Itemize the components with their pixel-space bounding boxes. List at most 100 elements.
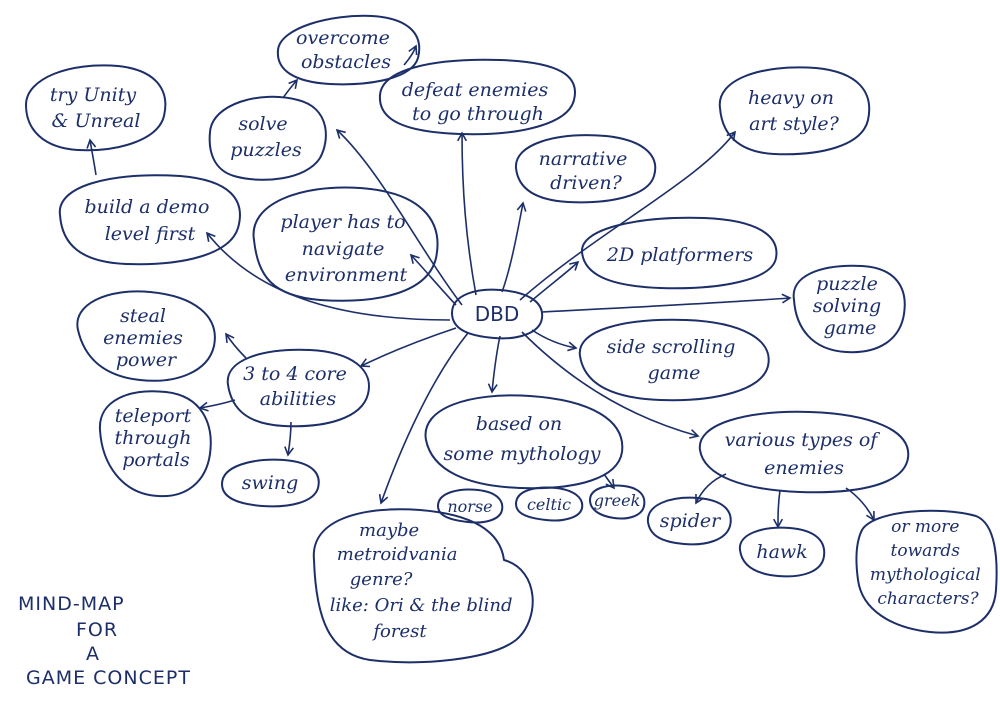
node-demo-outline (58, 174, 241, 266)
arrowhead-center-narrative (516, 201, 527, 212)
edge-defeat-overcome (403, 45, 417, 66)
node-puzzlegame-text: puzzle solving game (813, 273, 888, 339)
node-swing: swing (221, 458, 320, 508)
node-mythchar-text: or more towards mythological characters? (870, 517, 986, 609)
arrowhead-center-demo (205, 231, 216, 242)
arrowhead-center-defeat (457, 131, 468, 142)
node-celtic-text: celtic (527, 495, 571, 514)
arrowhead-demo-unity (86, 138, 97, 149)
arrowhead-center-metroidvania (378, 493, 389, 505)
node-enemies-outline (698, 410, 910, 494)
node-unity-outline (25, 64, 167, 152)
edge-demo-unity (89, 139, 97, 176)
edge-center-defeat (461, 132, 477, 296)
node-core-outline (226, 348, 370, 428)
node-metroidvania-text: maybe metroidvania genre? like: Ori & th… (330, 520, 519, 642)
node-platformer: 2D platformers (580, 216, 778, 290)
node-teleport-text: teleport through portals (114, 405, 197, 471)
node-hawk: hawk (738, 526, 826, 578)
edge-center-sidescroll (531, 329, 577, 349)
node-solve-outline (208, 95, 327, 181)
node-spider-text: spider (660, 510, 722, 532)
node-defeat: defeat enemies to go through (378, 58, 576, 136)
node-platformer-text: 2D platformers (606, 244, 753, 266)
node-hawk-text: hawk (756, 541, 807, 563)
node-celtic-outline (515, 486, 584, 522)
node-defeat-text: defeat enemies to go through (402, 79, 555, 125)
title-line-2: FOR (76, 619, 118, 641)
node-puzzlegame-outline (792, 264, 906, 354)
node-overcome: overcome obstacles (276, 14, 421, 86)
arrowhead-center-puzzlegame (781, 293, 792, 304)
title-line-1: MIND-MAP (18, 593, 125, 615)
edge-enemies-hawk (777, 489, 781, 528)
arrowhead-core-swing (284, 446, 295, 457)
arrowhead-solve-overcome (288, 78, 299, 89)
node-spider-outline (646, 496, 732, 546)
node-unity-text: try Unity & Unreal (50, 84, 142, 132)
node-mythology-outline (424, 394, 624, 490)
node-swing-outline (221, 458, 320, 508)
node-steal: steal enemies power (76, 290, 216, 382)
node-mythology: based on some mythology (424, 394, 624, 490)
node-art-text: heavy on art style? (748, 87, 840, 135)
node-defeat-outline (378, 58, 576, 136)
edge-center-solve (336, 129, 463, 306)
node-demo: build a demo level first (58, 174, 241, 266)
arrowheads (86, 44, 875, 529)
arrowhead-center-sidescroll (567, 341, 578, 352)
node-narrative: narrative driven? (514, 134, 657, 204)
node-mythchar-outline (855, 509, 998, 634)
node-swing-text: swing (242, 472, 299, 494)
node-enemies-text: various types of enemies (725, 429, 884, 479)
node-navigate: player has to navigate environment (252, 186, 439, 302)
node-center: DBD (451, 288, 544, 340)
arrowhead-center-enemies (689, 429, 700, 439)
node-norse-outline (437, 488, 504, 524)
node-unity: try Unity & Unreal (25, 64, 167, 152)
node-metroidvania: maybe metroidvania genre? like: Ori & th… (312, 508, 534, 664)
edge-core-teleport (199, 399, 236, 409)
node-center-outline (451, 288, 544, 340)
node-sidescroll-text: side scrolling game (607, 336, 742, 384)
node-celtic: celtic (515, 486, 584, 522)
arrowhead-center-platformer (569, 260, 580, 271)
node-teleport: teleport through portals (98, 390, 212, 498)
edge-core-swing (287, 421, 292, 456)
node-sidescroll: side scrolling game (578, 318, 770, 402)
edge-center-platformer (529, 261, 579, 303)
edge-center-puzzlegame (541, 297, 791, 313)
arrowhead-center-mythology (487, 383, 498, 394)
node-norse: norse (437, 488, 504, 524)
mind-map-title: MIND-MAP FOR A GAME CONCEPT (18, 593, 191, 689)
node-spider: spider (646, 496, 732, 546)
edge-enemies-mythchar (845, 487, 875, 521)
node-teleport-outline (98, 390, 212, 498)
title-line-4: GAME CONCEPT (26, 667, 191, 689)
node-norse-text: norse (447, 497, 492, 516)
node-sidescroll-outline (578, 318, 770, 402)
node-platformer-outline (580, 216, 778, 290)
node-metroidvania-outline (312, 508, 534, 664)
arrowhead-center-solve (335, 128, 346, 139)
node-core-text: 3 to 4 core abilities (243, 363, 353, 410)
node-solve-text: solve puzzles (230, 113, 302, 161)
node-overcome-outline (276, 14, 421, 86)
node-demo-text: build a demo level first (84, 196, 215, 245)
edge-center-navigate (410, 254, 457, 306)
arrowhead-center-navigate (409, 253, 420, 264)
title-line-3: A (86, 643, 100, 665)
node-art-outline (718, 66, 871, 156)
arrowhead-core-steal (225, 332, 235, 344)
node-greek-outline (589, 484, 646, 520)
edge-center-enemies (521, 331, 699, 437)
node-mythology-text: based on some mythology (444, 413, 601, 465)
node-navigate-outline (252, 186, 439, 302)
edge-center-narrative (501, 202, 524, 293)
node-hawk-outline (738, 526, 826, 578)
edge-center-core (360, 327, 457, 367)
node-greek-text: greek (594, 491, 641, 510)
arrowhead-defeat-overcome (408, 44, 418, 56)
node-solve: solve puzzles (208, 95, 327, 181)
